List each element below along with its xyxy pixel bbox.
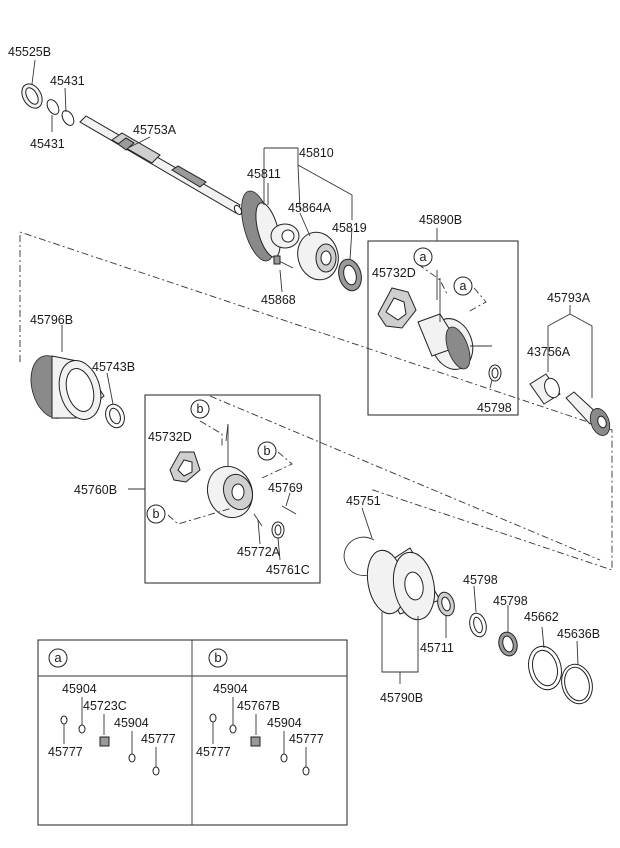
legend-a-nut-icon	[99, 736, 110, 747]
ref-b2-label: b	[264, 444, 271, 458]
sleeve-43756A	[529, 373, 561, 405]
differential-case-45890B	[377, 278, 492, 370]
ref-circle-a2: a	[453, 276, 473, 296]
part-label-45796B: 45796B	[30, 313, 73, 327]
legend-box	[37, 639, 348, 826]
ref-b1-label: b	[197, 402, 204, 416]
part-label-45711: 45711	[420, 641, 454, 655]
snap-ring-45431	[46, 99, 60, 115]
part-label-43756A: 43756A	[527, 345, 571, 359]
washer-45761C	[271, 521, 285, 539]
washer-45798-a	[469, 612, 487, 638]
part-label-45761C: 45761C	[266, 563, 310, 577]
assembly-box-45890B	[367, 240, 519, 416]
part-label-45793A: 45793A	[547, 291, 591, 305]
part-label-45864A: 45864A	[288, 201, 332, 215]
bearing-45819	[338, 258, 362, 292]
shaft-45793A	[565, 391, 611, 436]
ring-45636B	[561, 663, 593, 705]
legend-a-45777-2: 45777	[141, 732, 176, 746]
part-label-45811: 45811	[247, 167, 281, 181]
legend-a-45777-1: 45777	[48, 745, 83, 759]
part-label-45751: 45751	[346, 494, 381, 508]
part-label-45525B: 45525B	[8, 45, 51, 59]
bearing-45798-b	[498, 631, 518, 657]
legend-b-45777-2: 45777	[289, 732, 324, 746]
ref-circle-b2: b	[257, 441, 277, 461]
part-label-45810: 45810	[299, 146, 334, 160]
legend-b-45777-1: 45777	[196, 745, 231, 759]
legend-b-nut-icon	[250, 736, 261, 747]
part-label-45732D-top: 45732D	[372, 266, 416, 280]
part-label-45753A: 45753A	[133, 123, 177, 137]
assembly-axis-dashed	[19, 231, 613, 571]
legend-a-45723C: 45723C	[83, 699, 127, 713]
part-label-45790B: 45790B	[380, 691, 423, 705]
legend-b-45904-2: 45904	[267, 716, 302, 730]
carrier-45760B	[169, 424, 297, 527]
part-label-45819: 45819	[332, 221, 367, 235]
part-labels: 45525B 45431 45431 45753A 45810 45811 45…	[8, 45, 600, 705]
part-label-45769: 45769	[268, 481, 303, 495]
ref-circle-b1: b	[190, 399, 210, 419]
washer-45798-top	[488, 364, 502, 382]
part-label-45868: 45868	[261, 293, 296, 307]
seal-ring-45525B	[21, 83, 43, 109]
legend-a-45904-1: 45904	[62, 682, 97, 696]
leader-lines	[31, 59, 593, 684]
snap-ring-45431-b	[61, 110, 75, 126]
ref-circle-b3: b	[146, 504, 166, 524]
ring-gear-45796B	[30, 355, 105, 420]
snap-ring-45751	[343, 536, 375, 576]
part-label-45732D-mid: 45732D	[148, 430, 192, 444]
legend-b-45904-1: 45904	[213, 682, 248, 696]
legend-section-b: b 45904 45767B 45904 45777 45777	[196, 648, 324, 776]
legend-section-a: a 45904 45723C 45904 45777 45777	[48, 648, 176, 776]
legend-a-header: a	[54, 650, 62, 665]
ref-b3-label: b	[153, 507, 160, 521]
ref-circle-a1: a	[413, 247, 433, 267]
part-label-45798-a: 45798	[463, 573, 498, 587]
part-label-45760B: 45760B	[74, 483, 117, 497]
part-label-45772A: 45772A	[237, 545, 281, 559]
bearing-45711	[437, 591, 455, 617]
part-label-45798-top: 45798	[477, 401, 512, 415]
part-label-45431-top: 45431	[50, 74, 85, 88]
part-label-45662: 45662	[524, 610, 559, 624]
ref-a2-label: a	[460, 279, 467, 293]
assembly-axis-dashed-2	[209, 395, 601, 561]
part-label-45890B: 45890B	[419, 213, 462, 227]
part-label-45431-bottom: 45431	[30, 137, 65, 151]
carrier-45864A	[297, 231, 339, 281]
part-label-45636B: 45636B	[557, 627, 600, 641]
part-label-45798-b: 45798	[493, 594, 528, 608]
drum-45790B	[366, 547, 441, 621]
legend-b-header: b	[214, 650, 221, 665]
part-label-45743B: 45743B	[92, 360, 135, 374]
legend-b-45767B: 45767B	[237, 699, 280, 713]
legend-a-45904-2: 45904	[114, 716, 149, 730]
ring-45662	[528, 645, 562, 691]
shaft-45753A	[79, 115, 243, 216]
ref-a1-label: a	[420, 250, 427, 264]
bolt-45868	[273, 255, 294, 269]
washer-45743B	[105, 403, 125, 429]
gear-45811	[241, 190, 300, 262]
